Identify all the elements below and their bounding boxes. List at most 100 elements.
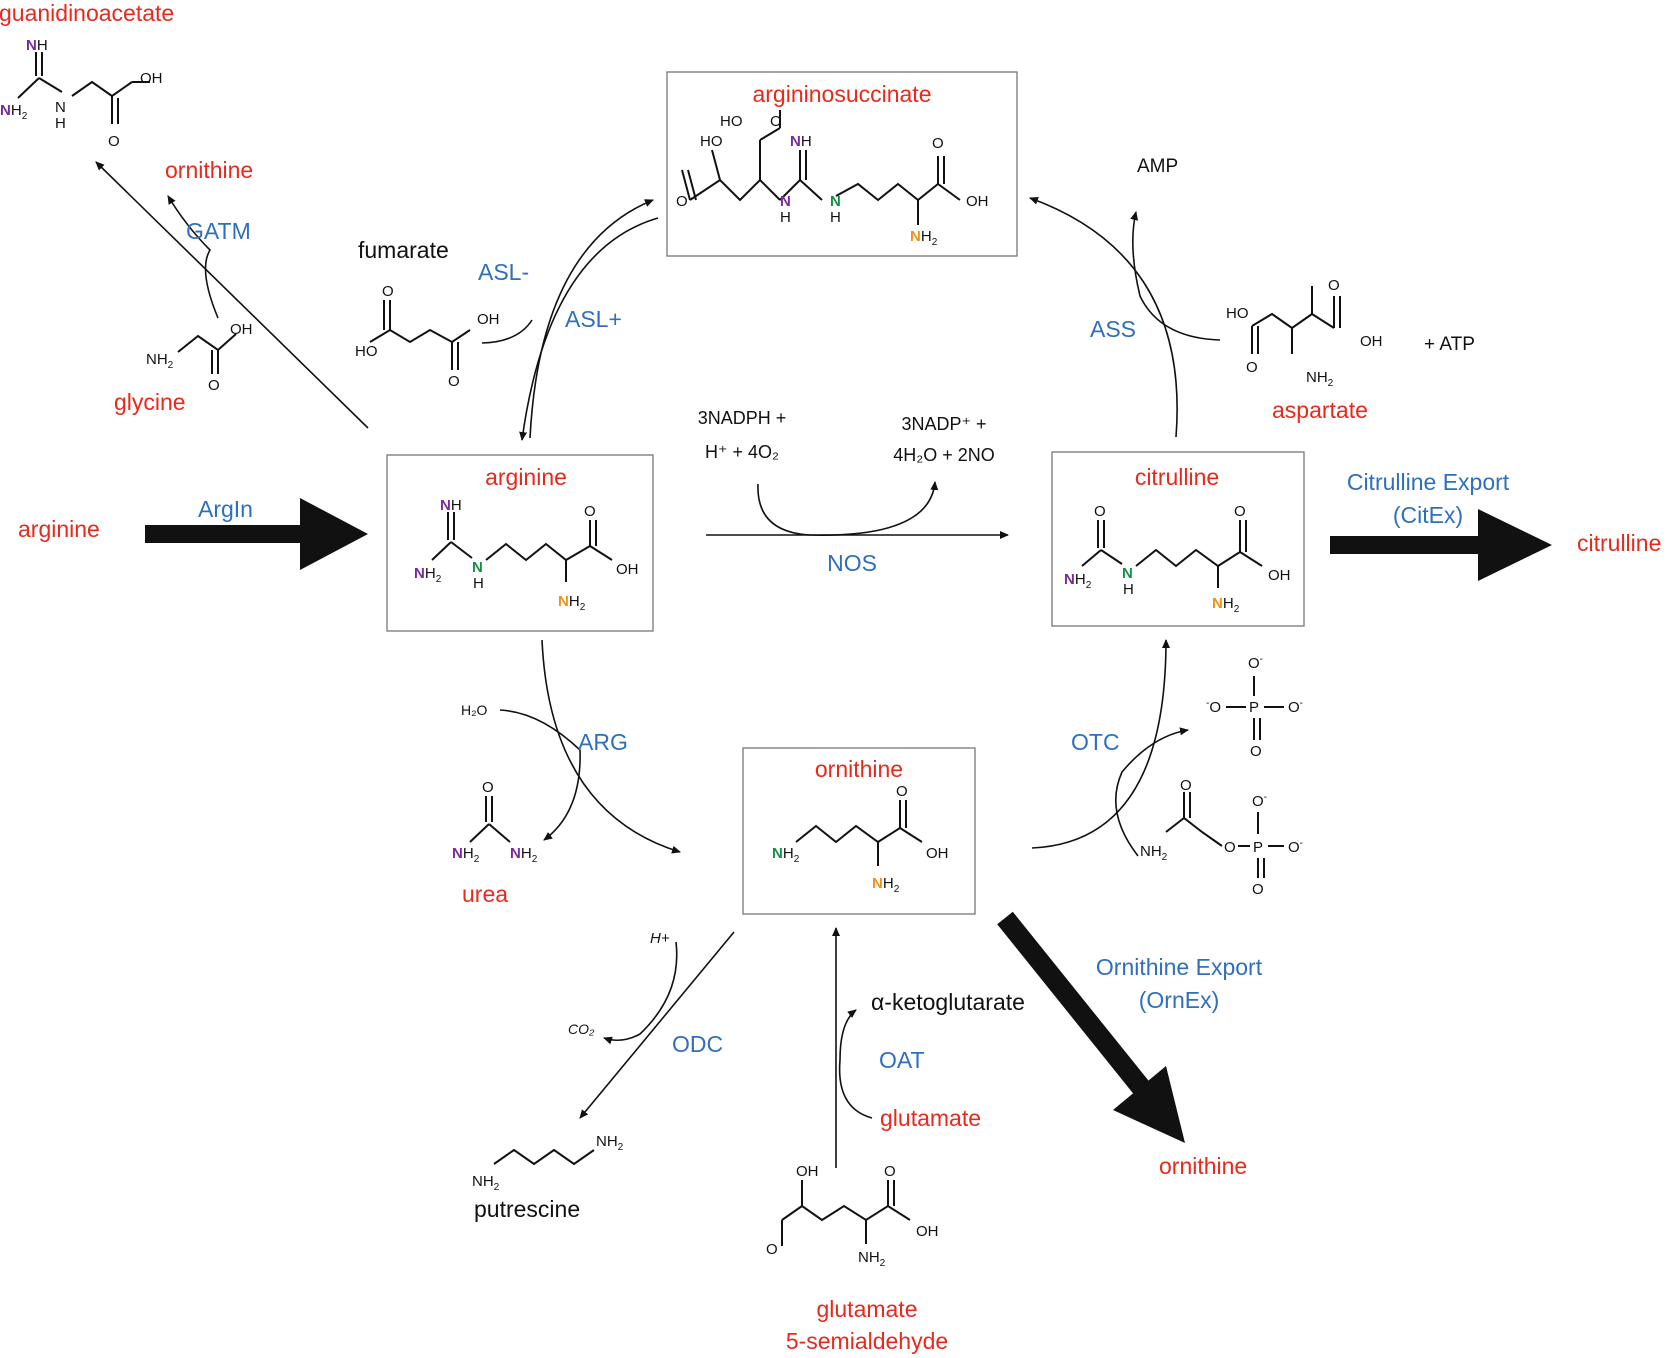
- aspartate-structure: HO O O OH NH2: [1226, 277, 1383, 389]
- ornithine-gatm-label: ornithine: [165, 157, 253, 183]
- svg-text:O: O: [448, 373, 460, 390]
- ass-enzyme-label: ASS: [1090, 316, 1136, 342]
- svg-text:-O: -O: [1206, 698, 1221, 716]
- carbamoyl-phosphate-structure: NH2 O O O- P O- O: [1140, 777, 1303, 898]
- svg-text:O: O: [1250, 743, 1262, 760]
- putrescine-label: putrescine: [474, 1196, 580, 1222]
- nos-output-line1: 3NADP⁺ +: [901, 414, 986, 434]
- arginine-box: [386, 454, 654, 632]
- argin-arrow: [145, 498, 368, 570]
- urea-label: urea: [462, 881, 508, 907]
- svg-text:NH2: NH2: [1140, 843, 1168, 863]
- svg-text:N: N: [830, 193, 841, 210]
- water-urea-arc: [499, 709, 581, 841]
- svg-text:P: P: [1253, 839, 1263, 856]
- svg-text:HO: HO: [720, 113, 743, 130]
- svg-text:O: O: [208, 377, 220, 394]
- co2-label: CO₂: [568, 1021, 595, 1037]
- svg-text:O: O: [1180, 777, 1192, 794]
- otc-arrow: [1031, 639, 1170, 849]
- svg-text:N: N: [780, 193, 791, 210]
- carbamoylphosphate-phosphate-arc: [1115, 727, 1189, 857]
- svg-text:O: O: [382, 283, 394, 300]
- putrescine-structure: NH2 NH2: [472, 1133, 624, 1193]
- svg-text:HO: HO: [355, 343, 378, 360]
- asl-minus-arrow: [529, 199, 654, 439]
- odc-enzyme-label: ODC: [672, 1031, 723, 1057]
- svg-text:OH: OH: [916, 1223, 939, 1240]
- svg-text:O: O: [1328, 277, 1340, 294]
- argininosuccinate-structure: HO O HO O NH N H N H O OH NH2: [676, 110, 989, 248]
- argininosuccinate-label: argininosuccinate: [752, 81, 931, 107]
- ornex-arrow: [997, 911, 1185, 1143]
- otc-enzyme-label: OTC: [1071, 729, 1120, 755]
- nos-output-line2: 4H₂O + 2NO: [893, 445, 995, 465]
- svg-text:HO: HO: [1226, 305, 1249, 322]
- svg-text:NH2: NH2: [772, 845, 800, 865]
- svg-text:NH2: NH2: [452, 845, 480, 865]
- aspartate-label: aspartate: [1272, 397, 1368, 423]
- asl-plus-arrow: [519, 217, 659, 441]
- svg-text:OH: OH: [966, 193, 989, 210]
- svg-text:NH: NH: [26, 37, 48, 54]
- svg-text:NH2: NH2: [596, 1133, 624, 1153]
- atp-label: + ATP: [1424, 334, 1475, 355]
- nos-input-line2: H⁺ + 4O₂: [705, 442, 779, 462]
- fumarate-structure: O HO OH O: [355, 283, 500, 390]
- odc-arrow: [579, 931, 735, 1119]
- glycine-ornithine-arc: [167, 195, 219, 319]
- svg-text:O-: O-: [1252, 792, 1267, 810]
- citex-line1: Citrulline Export: [1347, 469, 1510, 495]
- svg-text:N: N: [472, 559, 483, 576]
- svg-text:HO: HO: [700, 133, 723, 150]
- arginine-external-label: arginine: [18, 516, 100, 542]
- svg-text:O: O: [1252, 881, 1264, 898]
- svg-text:NH2: NH2: [0, 102, 28, 122]
- svg-text:O: O: [1224, 839, 1236, 856]
- fumarate-label: fumarate: [358, 237, 449, 263]
- ass-arrow: [1029, 196, 1178, 438]
- ornithine-structure: NH2 O OH NH2: [772, 783, 949, 895]
- svg-text:N: N: [1122, 565, 1133, 582]
- svg-text:O: O: [884, 1163, 896, 1180]
- svg-text:N: N: [55, 99, 66, 116]
- svg-text:O: O: [1246, 359, 1258, 376]
- citrulline-external-label: citrulline: [1577, 530, 1661, 556]
- aspartate-amp-arc: [1130, 211, 1221, 341]
- arg-arrow: [541, 639, 681, 854]
- nos-cofactor-arc: [757, 481, 939, 536]
- svg-text:NH2: NH2: [872, 875, 900, 895]
- svg-text:OH: OH: [616, 561, 639, 578]
- svg-text:NH2: NH2: [910, 228, 938, 248]
- gatm-arrow: [95, 161, 369, 429]
- svg-text:O: O: [1094, 503, 1106, 520]
- asl-plus-label: ASL+: [565, 306, 622, 332]
- argin-label: ArgIn: [198, 496, 253, 522]
- akg-label: α-ketoglutarate: [871, 989, 1025, 1015]
- arg-enzyme-label: ARG: [578, 729, 628, 755]
- svg-text:O: O: [676, 193, 688, 210]
- water-label: H₂O: [461, 702, 488, 718]
- fumarate-arc: [481, 319, 533, 344]
- citrulline-box: [1051, 451, 1305, 627]
- svg-text:NH2: NH2: [1064, 571, 1092, 591]
- svg-text:OH: OH: [477, 311, 500, 328]
- phosphate-structure: O- -O P O- O: [1206, 654, 1303, 760]
- ornex-line1: Ornithine Export: [1096, 954, 1263, 980]
- svg-text:P: P: [1249, 699, 1259, 716]
- svg-text:H: H: [780, 209, 791, 226]
- argininosuccinate-box: [666, 71, 1018, 257]
- urea-structure: O NH2 NH2: [452, 779, 538, 865]
- svg-text:OH: OH: [230, 321, 253, 338]
- svg-text:O-: O-: [1288, 838, 1303, 856]
- glycine-structure: NH2 OH O: [146, 321, 253, 394]
- glutamate-akg-arc: [838, 1009, 873, 1119]
- svg-text:H: H: [473, 575, 484, 592]
- svg-text:O: O: [584, 503, 596, 520]
- svg-text:O: O: [1234, 503, 1246, 520]
- svg-text:NH2: NH2: [414, 565, 442, 585]
- svg-text:O: O: [108, 133, 120, 150]
- svg-text:H: H: [830, 209, 841, 226]
- g5s-line2: 5-semialdehyde: [786, 1328, 948, 1354]
